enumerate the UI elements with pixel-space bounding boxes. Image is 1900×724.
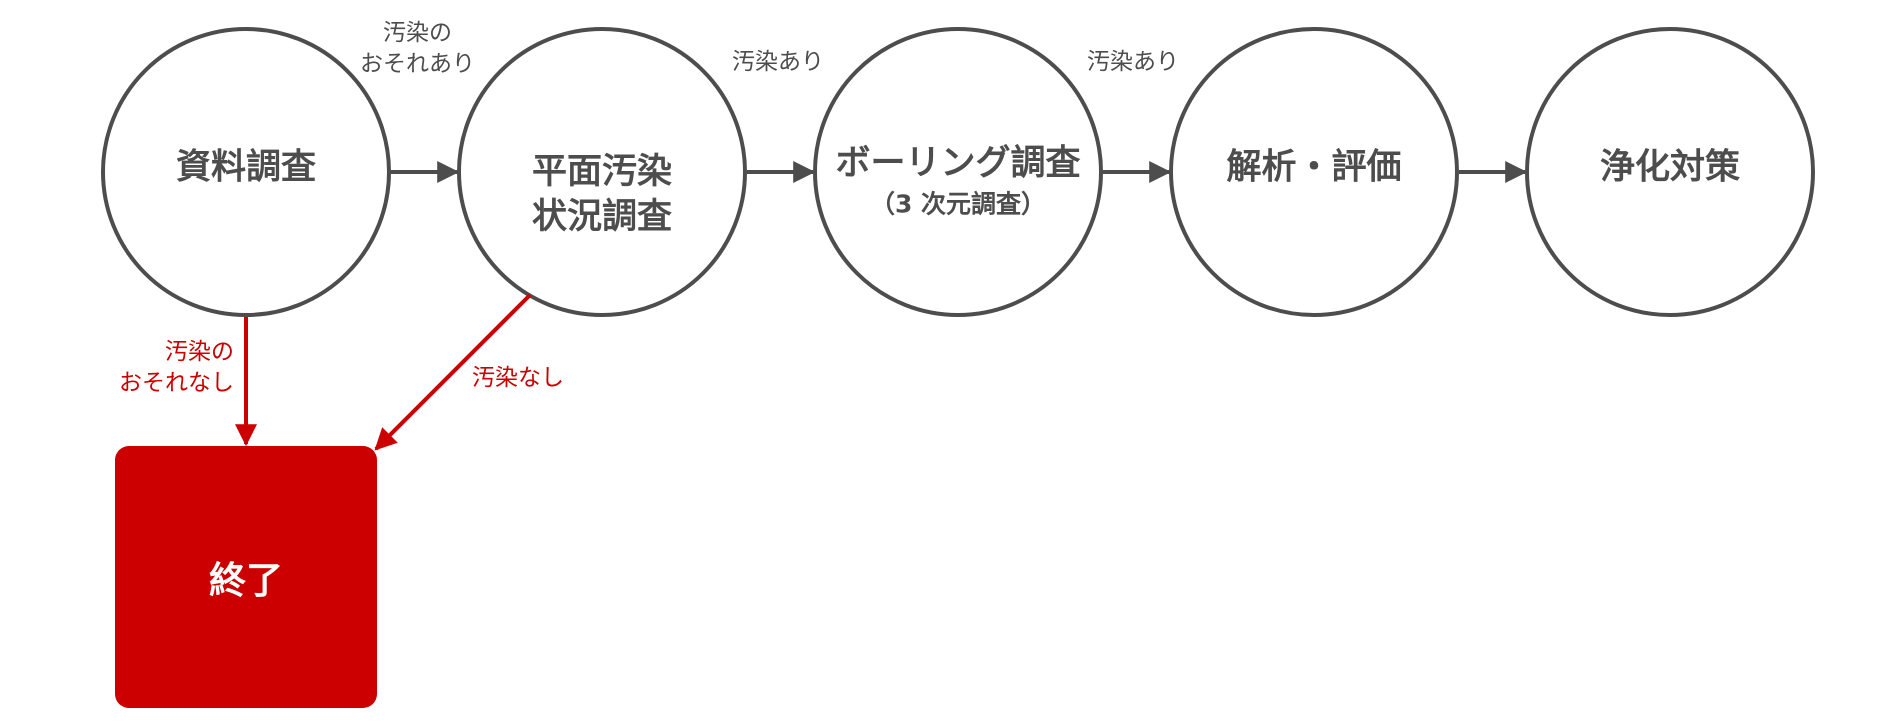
- node-circle-document: [101, 27, 391, 317]
- edge-label-document-to-end: 汚染の おそれなし: [119, 339, 234, 397]
- edge-label-boring-to-analysis: 汚染あり: [1087, 49, 1179, 75]
- node-boring: ボーリング調査 （3 次元調査）: [835, 141, 1080, 219]
- end-node-label: 終了: [209, 559, 283, 602]
- node-document: 資料調査: [176, 145, 316, 191]
- edge-label-surface-to-end: 汚染なし: [472, 365, 564, 391]
- arrow-surface-to-end: [374, 293, 532, 451]
- node-document-label: 資料調査: [175, 147, 317, 188]
- node-remediation-label: 浄化対策: [1599, 147, 1741, 188]
- node-analysis-label: 解析・評価: [1226, 147, 1402, 188]
- node-boring-sublabel: （3 次元調査）: [869, 188, 1047, 218]
- end-node: 終了: [115, 446, 377, 708]
- node-surface-label: 平面汚染 状況調査: [531, 151, 673, 237]
- node-remediation: 浄化対策: [1600, 145, 1740, 191]
- node-analysis: 解析・評価: [1226, 145, 1401, 191]
- edge-label-surface-to-boring: 汚染あり: [732, 49, 824, 75]
- node-surface: 平面汚染 状況調査: [532, 104, 672, 241]
- node-boring-label: ボーリング調査: [835, 143, 1081, 184]
- edge-label-document-to-surface: 汚染の おそれあり: [360, 20, 475, 78]
